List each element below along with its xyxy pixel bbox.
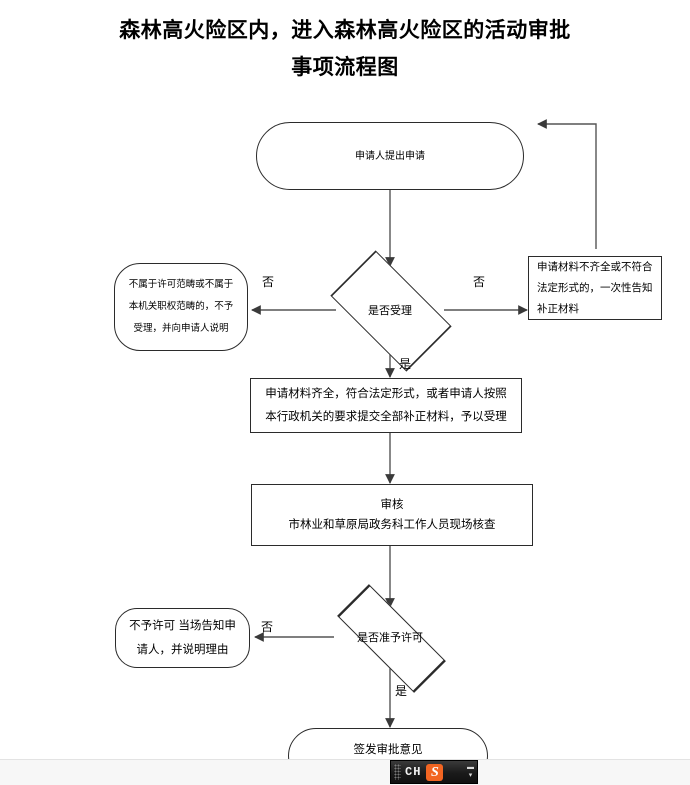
minimize-icon[interactable]: ▬: [467, 764, 474, 771]
node-start-label: 申请人提出申请: [355, 150, 425, 162]
ime-controls[interactable]: ▬ ▾: [467, 761, 474, 783]
node-accept-decision: 是否受理: [286, 250, 494, 372]
drag-handle-icon[interactable]: [394, 764, 401, 780]
page-title: 森林高火险区内，进入森林高火险区的活动审批 事项流程图: [0, 12, 690, 86]
node-not-permitted: 不予许可 当场告知申请人，并说明理由: [115, 608, 250, 668]
node-incomplete-materials: 申请材料不齐全或不符合法定形式的，一次性告知补正材料: [528, 256, 662, 320]
edge-feedback-loop: [537, 119, 597, 249]
node-review-title: 审核: [380, 499, 404, 511]
node-start: 申请人提出申请: [256, 122, 524, 190]
node-reject-scope: 不属于许可范畴或不属于本机关职权范畴的，不予受理，并向申请人说明: [114, 263, 248, 351]
edge-label-permit-yes: 是: [395, 684, 408, 698]
node-permit-decision-label: 是否准予许可: [357, 632, 423, 644]
bottom-strip: [0, 759, 690, 785]
edge-label-accept-no-left: 否: [262, 275, 275, 289]
edge-label-accept-yes: 是: [399, 357, 412, 371]
node-reject-scope-label: 不属于许可范畴或不属于本机关职权范畴的，不予受理，并向申请人说明: [128, 279, 234, 334]
node-permit-decision: 是否准予许可: [286, 583, 494, 693]
node-accepted: 申请材料齐全，符合法定形式，或者申请人按照本行政机关的要求提交全部补正材料，予以…: [250, 378, 522, 433]
node-issue-opinion-label: 签发审批意见: [353, 743, 423, 756]
ime-toolbar[interactable]: CH S ▬ ▾: [390, 760, 478, 784]
node-review: 审核 市林业和草原局政务科工作人员现场核查: [251, 484, 533, 546]
edge-label-permit-no: 否: [261, 620, 274, 634]
expand-icon[interactable]: ▾: [468, 772, 473, 779]
node-incomplete-materials-label: 申请材料不齐全或不符合法定形式的，一次性告知补正材料: [537, 260, 653, 315]
edge-label-accept-no-right: 否: [473, 275, 486, 289]
sogou-logo-icon[interactable]: S: [426, 763, 444, 781]
node-review-detail: 市林业和草原局政务科工作人员现场核查: [288, 519, 496, 531]
page-title-line2: 事项流程图: [291, 55, 399, 79]
node-accepted-label: 申请材料齐全，符合法定形式，或者申请人按照本行政机关的要求提交全部补正材料，予以…: [265, 387, 507, 423]
node-accept-decision-label: 是否受理: [368, 305, 412, 317]
ime-language-label[interactable]: CH: [405, 765, 422, 779]
node-not-permitted-label: 不予许可 当场告知申请人，并说明理由: [129, 620, 236, 656]
page-title-line1: 森林高火险区内，进入森林高火险区的活动审批: [119, 18, 571, 42]
